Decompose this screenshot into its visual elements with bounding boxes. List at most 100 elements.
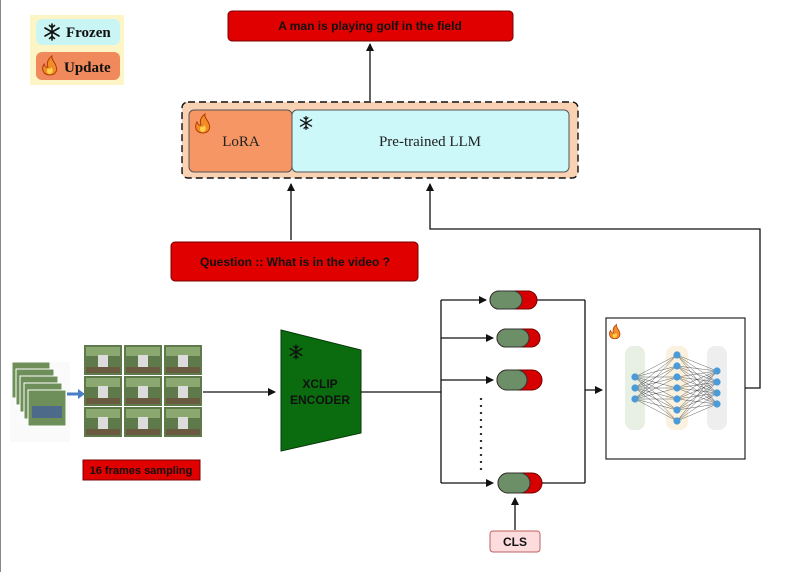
mlp-node xyxy=(713,378,721,386)
video-frame-ground xyxy=(126,429,160,435)
video-frame-foliage xyxy=(86,378,120,387)
output-text: A man is playing golf in the field xyxy=(278,19,462,33)
mlp-node xyxy=(631,384,639,392)
frames-label-background xyxy=(82,459,201,481)
mlp-node xyxy=(673,417,681,425)
token-green-part xyxy=(497,472,531,494)
mlp-node xyxy=(631,373,639,381)
legend: Frozen Update xyxy=(30,15,124,85)
token-green-part xyxy=(496,328,530,348)
legend-update-label: Update xyxy=(64,60,111,76)
token-green-part xyxy=(489,290,523,310)
output-box-background xyxy=(227,10,514,42)
frame-grid xyxy=(84,345,202,437)
video-frame-person xyxy=(178,355,188,371)
frame-stack xyxy=(10,361,70,442)
token-green-part xyxy=(496,369,528,391)
mlp-connections xyxy=(634,354,718,422)
mlp-connection xyxy=(676,403,718,422)
video-frame-ground xyxy=(86,367,120,373)
video-frame-person xyxy=(98,355,108,371)
legend-frozen-label: Frozen xyxy=(66,25,111,41)
mlp-connection xyxy=(676,370,718,378)
mlp-node xyxy=(673,384,681,392)
mlp-node xyxy=(713,400,721,408)
cls-box-background xyxy=(489,530,541,553)
arrow-mlp-to-llm xyxy=(426,183,761,389)
xclip-encoder: XCLIP ENCODER xyxy=(280,329,362,452)
legend-update-swatch xyxy=(36,52,120,80)
question-text: Question :: What is in the video ? xyxy=(200,255,390,269)
mlp-connection xyxy=(634,387,678,400)
mlp-connection xyxy=(634,354,678,389)
arrow-stack-to-grid-head xyxy=(78,389,85,399)
video-frame-ground xyxy=(86,429,120,435)
mlp-connection xyxy=(676,392,718,422)
mlp-connection xyxy=(634,376,678,400)
mlp-connection xyxy=(634,354,678,378)
frames-label-box: 16 frames sampling xyxy=(82,459,201,481)
mlp-connection xyxy=(676,370,718,400)
video-frame-foliage xyxy=(126,347,160,356)
cls-box: CLS xyxy=(489,530,541,553)
frames-label: 16 frames sampling xyxy=(90,465,193,477)
video-frame-ground xyxy=(166,367,200,373)
mlp-node xyxy=(673,351,681,359)
question-box: Question :: What is in the video ? xyxy=(170,241,419,282)
cls-label: CLS xyxy=(503,535,527,549)
video-frame-foliage xyxy=(86,347,120,356)
video-frame-ground xyxy=(126,367,160,373)
mlp-connection xyxy=(634,354,678,400)
video-frame-foliage xyxy=(166,378,200,387)
question-box-background xyxy=(170,241,419,282)
mlp-node xyxy=(713,389,721,397)
video-frame-person xyxy=(98,417,108,433)
token-1 xyxy=(489,290,538,310)
video-frame-ground xyxy=(126,398,160,404)
encoder-label-line2: ENCODER xyxy=(290,393,350,407)
mlp-output-layer-bg xyxy=(707,346,727,430)
mlp-connection xyxy=(676,354,718,372)
token-3 xyxy=(496,369,543,391)
mlp-connection xyxy=(676,365,718,372)
encoder-shape xyxy=(280,329,362,452)
video-frame-ground xyxy=(86,398,120,404)
video-frame-person xyxy=(138,417,148,433)
video-frame-ground xyxy=(166,429,200,435)
mlp-node xyxy=(673,406,681,414)
mlp-connection xyxy=(634,365,678,400)
video-frame-detail xyxy=(32,406,62,418)
mlp-node xyxy=(631,395,639,403)
mlp-nodes xyxy=(631,351,721,425)
video-frame-person xyxy=(138,355,148,371)
pretrained-llm-box xyxy=(291,109,570,173)
token-2 xyxy=(496,328,541,348)
mlp-node xyxy=(673,373,681,381)
video-frame-foliage xyxy=(86,409,120,418)
mlp-connection xyxy=(634,398,678,411)
video-frame-person xyxy=(178,417,188,433)
encoder-label-line1: XCLIP xyxy=(302,377,337,391)
video-frame-ground xyxy=(166,398,200,404)
video-frame-foliage xyxy=(166,409,200,418)
llm-block: LoRA Pre-trained LLM xyxy=(181,101,579,179)
mlp-connection xyxy=(676,370,718,422)
token-cls xyxy=(497,472,543,494)
video-frame-person xyxy=(98,386,108,402)
video-frame-person xyxy=(138,386,148,402)
mlp-node xyxy=(713,367,721,375)
pretrained-llm-label: Pre-trained LLM xyxy=(379,134,481,150)
mlp-projector xyxy=(605,317,746,460)
lora-label: LoRA xyxy=(222,134,260,150)
output-box: A man is playing golf in the field xyxy=(227,10,514,42)
mlp-node xyxy=(673,362,681,370)
mlp-connection xyxy=(676,370,718,411)
mlp-connection xyxy=(634,398,678,422)
video-frame-foliage xyxy=(126,378,160,387)
video-frame-foliage xyxy=(166,347,200,356)
mlp-connection xyxy=(676,381,718,422)
mlp-node xyxy=(673,395,681,403)
legend-frozen-swatch xyxy=(36,19,120,45)
video-frame-foliage xyxy=(126,409,160,418)
